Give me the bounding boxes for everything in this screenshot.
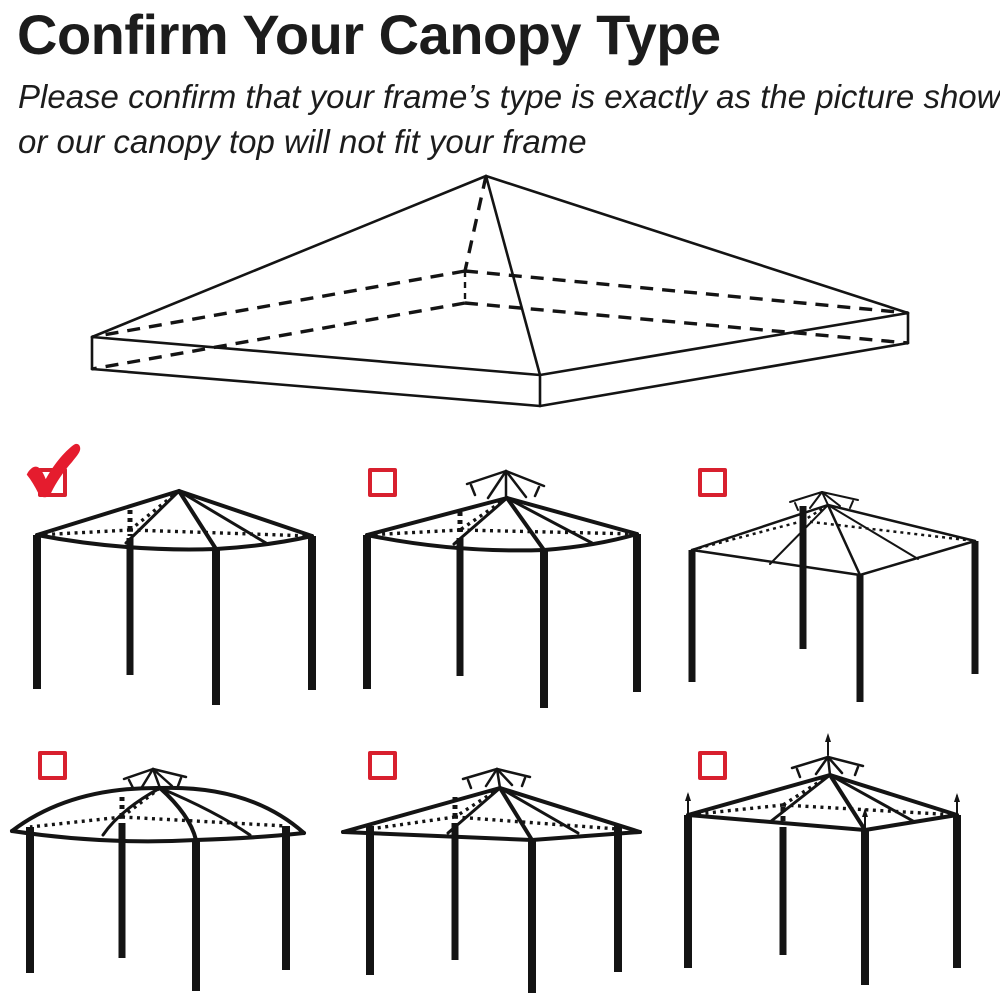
gazebo-pyramid-with-vent-and-finial-spikes-icon	[684, 733, 961, 985]
subtitle-line-1: Please confirm that your frame’s type is…	[18, 78, 1000, 115]
gazebo-low-pitch-two-tier-frame-icon	[688, 491, 979, 702]
canopy-option-2	[340, 442, 660, 717]
canopy-option-6-checkbox[interactable]	[698, 751, 727, 780]
canopy-option-1	[10, 442, 330, 717]
canopy-option-3	[670, 442, 990, 717]
canopy-option-5	[340, 725, 660, 1000]
canopy-option-6	[670, 725, 990, 1000]
subtitle-line-2: or our canopy top will not fit your fram…	[18, 123, 587, 160]
gazebo-pyramid-with-vent-crown-icon	[363, 469, 641, 708]
canopy-option-4-checkbox[interactable]	[38, 751, 67, 780]
subtitle: Please confirm that your frame’s type is…	[18, 74, 1000, 164]
canopy-option-3-checkbox[interactable]	[698, 468, 727, 497]
page-title: Confirm Your Canopy Type	[17, 3, 721, 66]
gazebo-plain-pyramid-frame-icon	[33, 489, 316, 705]
canopy-option-5-checkbox[interactable]	[368, 751, 397, 780]
canopy-option-1-checkbox[interactable]	[38, 468, 67, 497]
canopy-top-3d-diagram-icon	[90, 174, 910, 408]
gazebo-curved-dome-roof-with-vent-icon	[10, 767, 306, 991]
canopy-option-2-checkbox[interactable]	[368, 468, 397, 497]
gazebo-overhang-eave-pyramid-with-vent-icon	[341, 767, 642, 993]
canopy-option-4	[10, 725, 330, 1000]
